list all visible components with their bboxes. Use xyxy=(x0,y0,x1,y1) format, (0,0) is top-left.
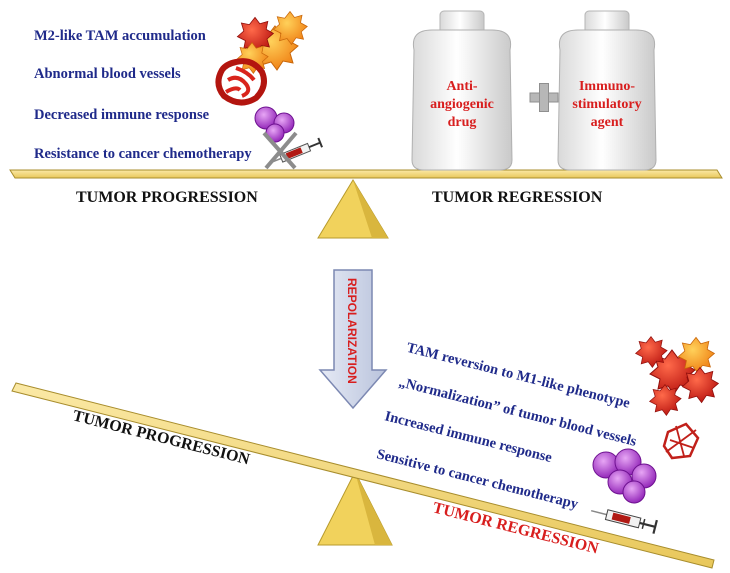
m1-macrophage-cluster-icon xyxy=(634,336,720,417)
top-feature-3: Decreased immune response xyxy=(34,107,210,123)
top-feature-4: Resistance to cancer chemotherapy xyxy=(34,146,252,162)
weight-right-line-3: agent xyxy=(591,115,624,130)
weight-right-line-2: stimulatory xyxy=(572,97,641,112)
weight-left-line-2: angiogenic xyxy=(430,97,494,112)
blood-vessel-icon xyxy=(215,58,267,106)
bottom-beam xyxy=(11,382,715,569)
immune-cell-icon-top xyxy=(254,106,295,143)
top-feature-2: Abnormal blood vessels xyxy=(34,66,181,82)
syringe-icon-bottom xyxy=(590,509,658,534)
plus-icon xyxy=(529,83,559,112)
top-fulcrum-shade xyxy=(353,180,388,238)
weight-icon-left xyxy=(411,10,513,171)
macrophage-cluster-icon xyxy=(235,10,308,75)
immune-cell-icon-bottom xyxy=(592,448,657,504)
bottom-fulcrum-shade xyxy=(355,472,392,545)
weight-left-line-3: drug xyxy=(448,115,477,130)
normalized-vessel-icon xyxy=(662,422,700,460)
top-right-label: TUMOR REGRESSION xyxy=(432,189,603,206)
weight-right-line-1: Immuno- xyxy=(579,79,635,94)
syringe-icon-top xyxy=(262,131,323,170)
weight-left-line-1: Anti- xyxy=(446,79,477,94)
weight-icon-right xyxy=(557,10,657,171)
bottom-feature-2: „Normalization” of tumor blood vessels xyxy=(397,374,638,450)
arrow-down-icon xyxy=(318,269,388,410)
bottom-feature-1: TAM reversion to M1-like phenotype xyxy=(405,340,632,412)
repolarization-label: REPOLARIZATION xyxy=(345,278,359,384)
top-left-label: TUMOR PROGRESSION xyxy=(76,189,258,206)
top-feature-1: M2-like TAM accumulation xyxy=(34,28,206,44)
top-beam xyxy=(9,169,723,179)
